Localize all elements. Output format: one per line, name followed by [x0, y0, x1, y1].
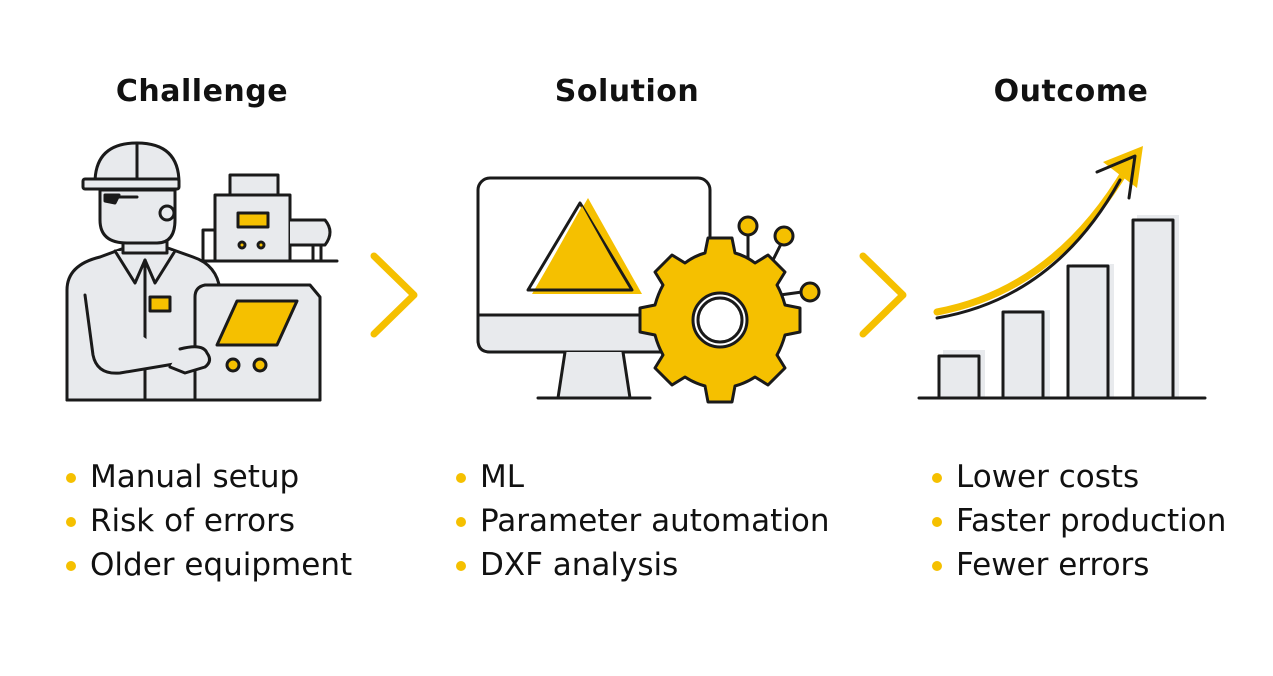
- list-item: Risk of errors: [62, 499, 352, 543]
- chevron-right-icon: [370, 252, 418, 338]
- bullet-icon: [932, 473, 942, 483]
- growth-bar-chart-arrow-icon: [917, 146, 1207, 400]
- solution-title: Solution: [554, 74, 700, 109]
- factory-worker-control-panel-icon: [65, 141, 339, 402]
- list-item: Manual setup: [62, 455, 352, 499]
- outcome-title: Outcome: [993, 74, 1149, 109]
- challenge-list: Manual setup Risk of errors Older equipm…: [62, 455, 352, 587]
- solution-list: ML Parameter automation DXF analysis: [452, 455, 829, 587]
- bullet-icon: [456, 561, 466, 571]
- bullet-icon: [66, 473, 76, 483]
- list-item: Lower costs: [928, 455, 1226, 499]
- bullet-icon: [932, 517, 942, 527]
- bullet-icon: [456, 473, 466, 483]
- bullet-icon: [66, 517, 76, 527]
- list-item: Faster production: [928, 499, 1226, 543]
- list-item: Older equipment: [62, 543, 352, 587]
- bullet-icon: [456, 517, 466, 527]
- bullet-icon: [66, 561, 76, 571]
- list-item: DXF analysis: [452, 543, 829, 587]
- outcome-list: Lower costs Faster production Fewer erro…: [928, 455, 1226, 587]
- challenge-title: Challenge: [115, 74, 289, 109]
- list-item: ML: [452, 455, 829, 499]
- list-item: Fewer errors: [928, 543, 1226, 587]
- monitor-gear-automation-icon: [476, 176, 821, 404]
- chevron-right-icon: [859, 252, 907, 338]
- list-item: Parameter automation: [452, 499, 829, 543]
- bullet-icon: [932, 561, 942, 571]
